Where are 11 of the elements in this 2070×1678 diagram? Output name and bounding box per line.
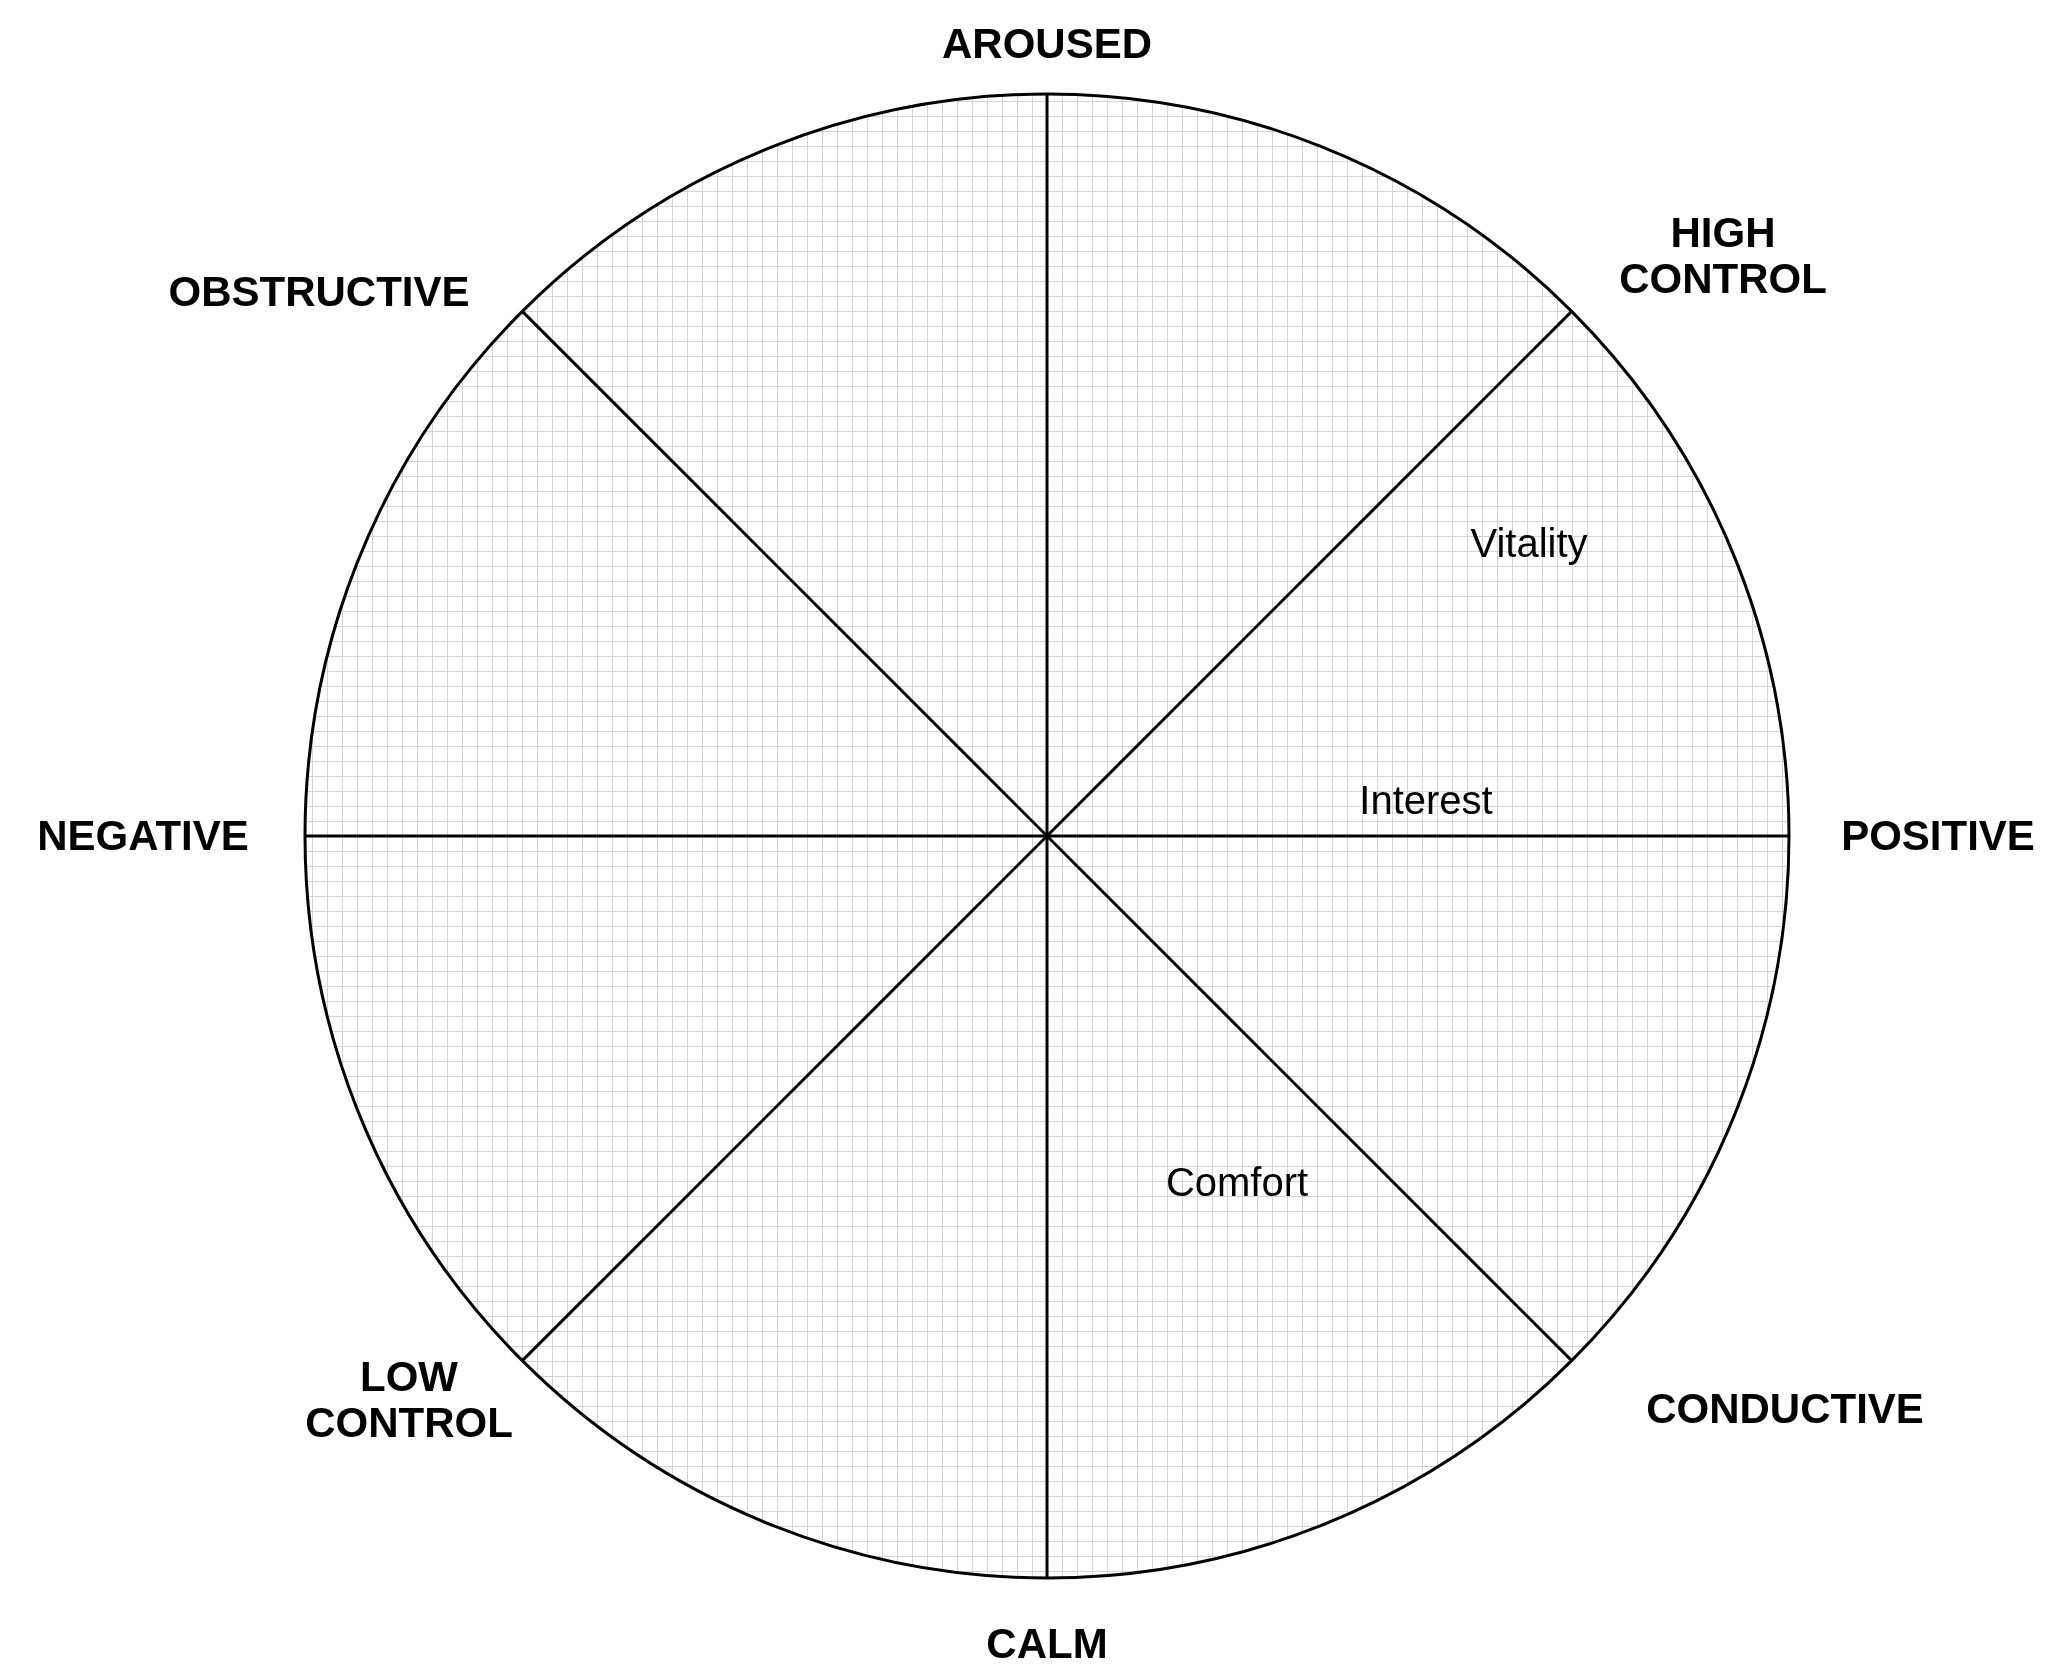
region-label: Comfort bbox=[1165, 1160, 1309, 1204]
axis-label: POSITIVE bbox=[1841, 812, 2035, 860]
region-label: Interest bbox=[1359, 778, 1493, 822]
region-label: Vitality bbox=[1470, 521, 1588, 565]
axis-label: NEGATIVE bbox=[37, 812, 249, 860]
axis-label: OBSTRUCTIVE bbox=[168, 268, 470, 316]
axis-label: HIGH CONTROL bbox=[1618, 209, 1828, 303]
axis-label: LOW CONTROL bbox=[304, 1353, 514, 1447]
axis-label: AROUSED bbox=[942, 20, 1152, 68]
axis-label: CALM bbox=[986, 1620, 1108, 1668]
axis-label: CONDUCTIVE bbox=[1646, 1385, 1924, 1433]
